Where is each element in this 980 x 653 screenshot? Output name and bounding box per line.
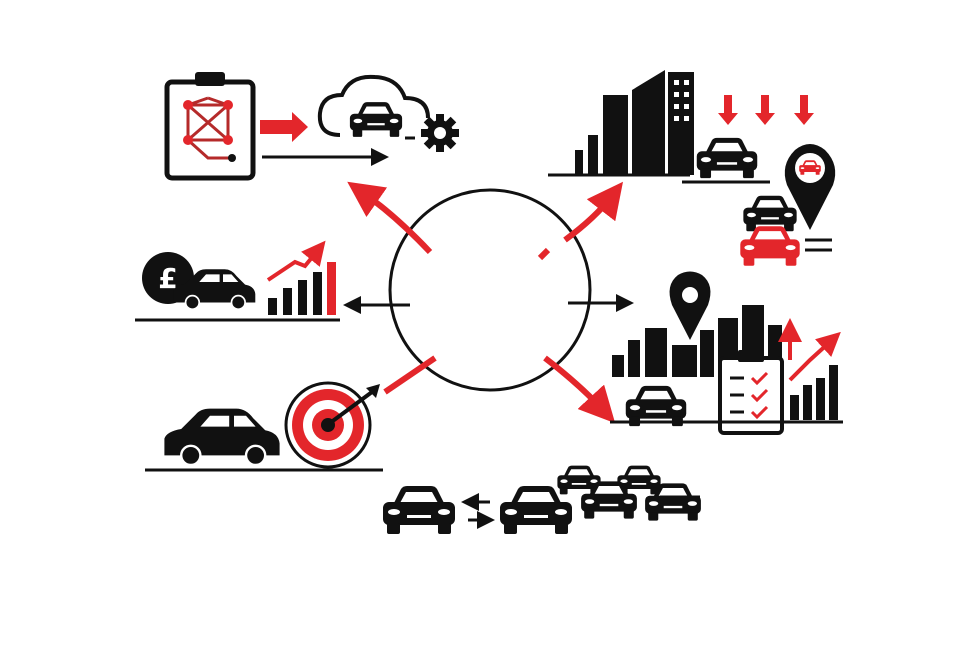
planning-group [164, 72, 459, 181]
dart-icon [328, 390, 374, 425]
car-group-icon [500, 465, 701, 534]
buildings-icon [575, 70, 694, 175]
target-icon [284, 381, 372, 469]
car-front-icon [383, 486, 455, 534]
swap-arrows-icon [461, 493, 495, 529]
connector-arrows [343, 181, 625, 424]
arrow-to-planning [347, 181, 433, 255]
market-growth-group [610, 271, 843, 435]
targeting-group [145, 381, 383, 472]
fleet-exchange-group [383, 465, 701, 534]
location-pin-icon [784, 144, 836, 230]
gear-icon [421, 114, 459, 152]
checklist-icon [718, 350, 784, 435]
center-circle [388, 188, 592, 392]
red-arrow-icon [260, 112, 308, 142]
bar-chart-icon [268, 272, 322, 315]
arrow-to-targeting [383, 355, 437, 395]
down-arrows-icon [718, 95, 814, 125]
arrow-to-urban [537, 196, 612, 261]
currency-symbol: £ [158, 262, 177, 295]
pricing-group: £ [135, 240, 340, 322]
cloud-car-icon [317, 74, 430, 137]
car-front-icon [696, 137, 758, 179]
arrow-to-growth [543, 355, 616, 424]
urban-demand-group [548, 70, 836, 266]
car-side-icon [163, 407, 281, 465]
bar-chart-icon [790, 365, 838, 420]
clipboard-network-icon [164, 79, 256, 181]
location-pin-icon [669, 271, 711, 340]
